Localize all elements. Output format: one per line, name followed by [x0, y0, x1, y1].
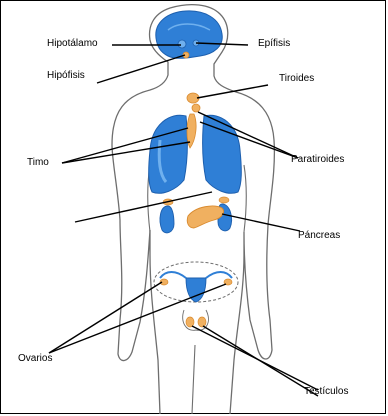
label-pancreas: Páncreas	[298, 230, 340, 242]
legs-divide	[192, 345, 195, 414]
left-lung	[149, 115, 188, 193]
label-hipotalamo: Hipotálamo	[47, 38, 98, 50]
label-paratiroides: Paratiroides	[291, 154, 344, 166]
body-outline	[112, 5, 274, 414]
fallopian-tube-right	[206, 272, 232, 278]
leader-ovarios-1	[49, 282, 162, 353]
label-timo: Timo	[27, 157, 49, 169]
parathyroid-gland	[192, 104, 200, 112]
left-kidney	[160, 206, 174, 233]
label-tiroides: Tiroides	[279, 73, 314, 85]
hypothalamus-gland	[178, 40, 186, 48]
label-ovarios: Ovarios	[18, 353, 52, 365]
right-adrenal	[219, 197, 229, 203]
leader-hipofisis	[97, 55, 185, 83]
label-epifisis: Epífisis	[258, 38, 290, 50]
leader-pancreas	[222, 214, 300, 231]
label-hipofisis: Hipófisis	[47, 70, 85, 82]
right-testicle	[198, 317, 206, 327]
right-lung	[203, 115, 242, 193]
leader-testiculos-2	[203, 326, 318, 396]
right-arm-inner	[244, 165, 246, 232]
leader-lines	[49, 43, 318, 396]
leader-tiroides	[197, 85, 268, 98]
brain	[156, 11, 222, 58]
fallopian-tube-left	[160, 272, 186, 278]
left-testicle	[186, 317, 194, 327]
label-testiculos: Testículos	[304, 386, 348, 398]
